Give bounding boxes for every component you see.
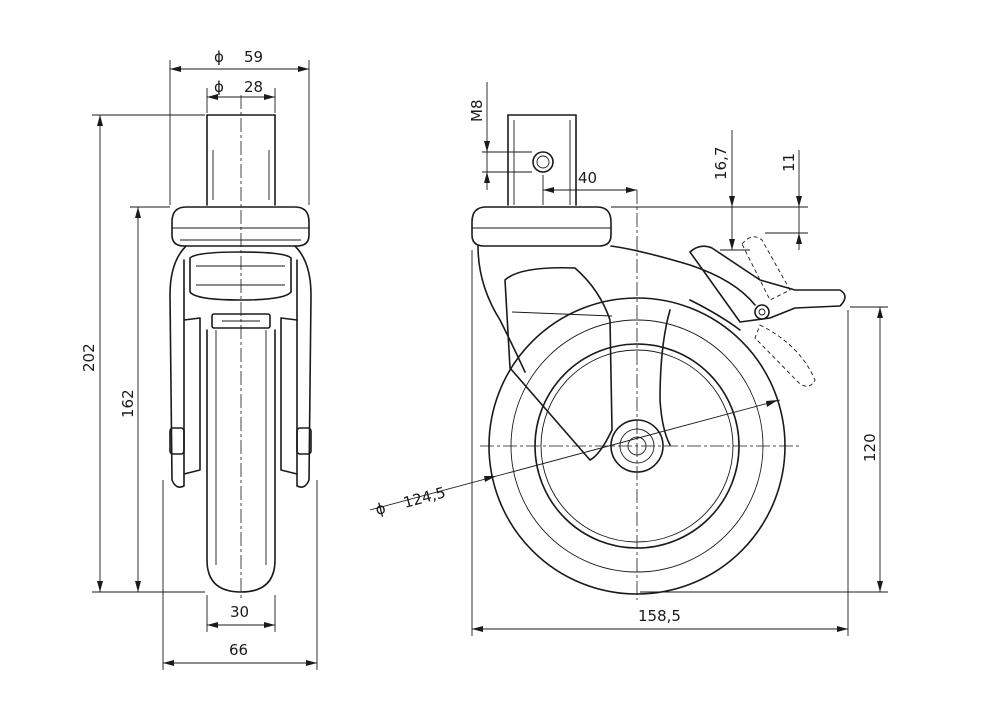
dim-label-overall-width: 66 [229, 641, 248, 659]
side-brake-lever [689, 236, 846, 387]
dim-front-outer-diameter: ϕ 59 [169, 48, 310, 205]
dim-side-brake-step: 11 [765, 150, 808, 250]
dim-side-wheel-diameter: ϕ 124,5 [369, 399, 781, 519]
dim-front-stem-diameter: ϕ 28 [206, 78, 276, 113]
dim-side-brake-top: 16,7 [611, 130, 808, 251]
dim-label-mount-height: 162 [119, 389, 137, 418]
dim-front-mount-height: 162 [119, 206, 170, 592]
side-view: M8 40 16,7 11 [369, 82, 888, 636]
dim-front-overall-height: 202 [80, 114, 205, 593]
diameter-symbol: ϕ [373, 499, 387, 519]
dim-label-thread: M8 [468, 100, 486, 123]
side-swivel-head [471, 206, 612, 247]
dim-label-axle-height: 120 [861, 433, 879, 462]
dim-front-overall-width: 66 [162, 480, 318, 670]
dim-side-overall-length: 158,5 [471, 250, 849, 636]
dim-label-outer-diameter: 59 [244, 48, 263, 66]
dim-label-wheel-diameter: 124,5 [401, 483, 447, 512]
front-fork [169, 245, 312, 488]
dim-label-overall-length: 158,5 [638, 607, 681, 625]
front-wheel [206, 329, 276, 593]
dim-label-wheel-width: 30 [230, 603, 249, 621]
dim-label-offset: 40 [578, 169, 597, 187]
dim-label-brake-step: 11 [780, 153, 798, 172]
dim-front-wheel-width: 30 [206, 595, 276, 632]
front-swivel-head [171, 206, 310, 247]
dim-label-stem-diameter: 28 [244, 78, 263, 96]
dim-side-thread: M8 [468, 82, 532, 190]
front-view: ϕ 59 ϕ 28 202 162 [80, 48, 318, 670]
dim-side-offset: 40 [542, 169, 637, 205]
dim-side-axle-height: 120 [640, 306, 888, 593]
diameter-symbol: ϕ [214, 78, 224, 96]
dim-label-overall-height: 202 [80, 343, 98, 372]
side-stem [507, 114, 577, 206]
dim-label-brake-top: 16,7 [712, 147, 730, 180]
side-fork [477, 245, 756, 461]
diameter-symbol: ϕ [214, 48, 224, 66]
